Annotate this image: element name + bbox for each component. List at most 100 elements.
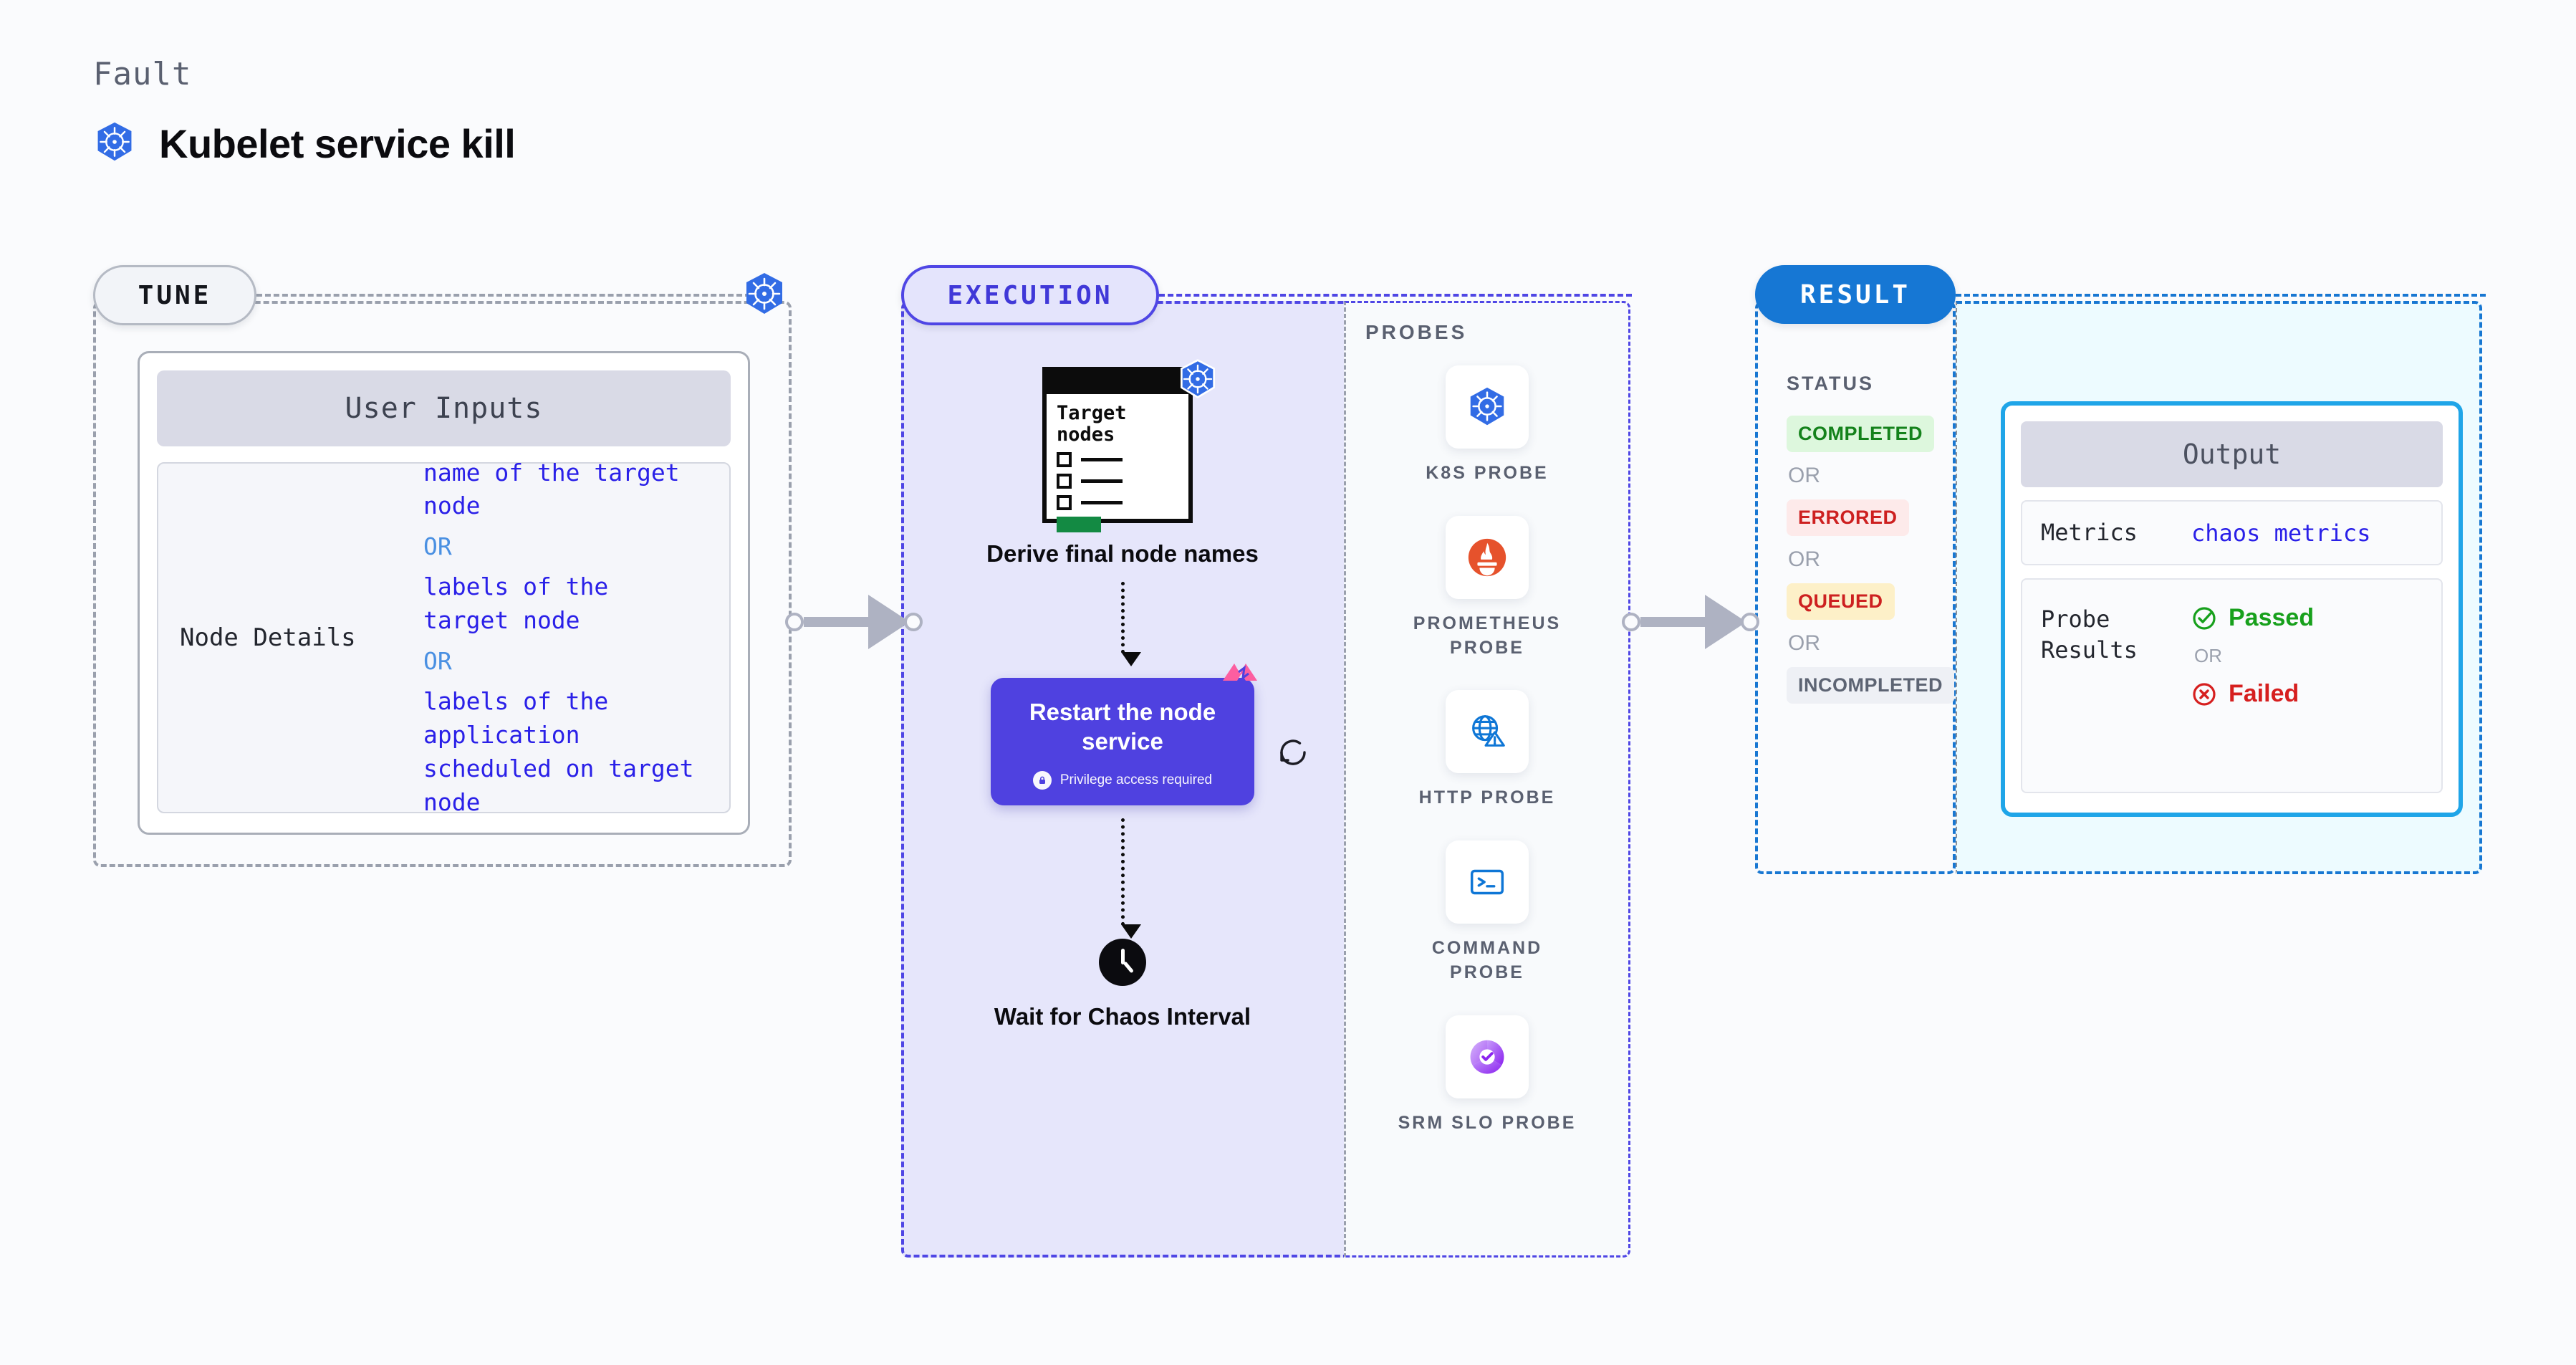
status-or-2: OR	[1788, 631, 1820, 655]
list-item	[1057, 474, 1178, 489]
flow-arrow-2	[1121, 818, 1141, 939]
page-title-text: Kubelet service kill	[159, 121, 516, 166]
target-nodes-checklist	[1057, 452, 1178, 511]
node-details-values: name of the target node OR labels of the…	[423, 456, 708, 820]
lock-icon	[1032, 771, 1052, 790]
check-circle-icon	[2193, 607, 2216, 630]
execution-flow: Target nodes	[901, 358, 1344, 1032]
node-details-or-0: OR	[423, 532, 452, 561]
retry-icon	[1274, 734, 1312, 771]
kubernetes-icon	[1446, 365, 1529, 449]
status-badge-incompleted: INCOMPLETED	[1787, 667, 1955, 704]
probe-item-k8s[interactable]: K8S PROBE	[1394, 365, 1580, 486]
metrics-value: chaos metrics	[2191, 519, 2371, 547]
kubernetes-icon	[741, 271, 787, 317]
step-caption-wait: Wait for Chaos Interval	[994, 1003, 1251, 1030]
restart-node-service-step: Restart the node service Privilege acces…	[991, 664, 1306, 806]
probes-panel	[1344, 301, 1630, 1258]
tune-leader-line	[256, 294, 751, 297]
connector-dot-start	[785, 613, 804, 631]
connector-dot-start	[1622, 613, 1640, 631]
status-badge-errored: ERRORED	[1787, 499, 1909, 536]
probes-list: K8S PROBE PROMETHEUS PROBE	[1344, 365, 1630, 1135]
probe-label: SRM SLO PROBE	[1398, 1112, 1577, 1133]
connector-arrowhead	[1705, 595, 1746, 649]
output-card: Output Metrics chaos metrics Probe Resul…	[2001, 401, 2463, 817]
restart-node-service-card[interactable]: Restart the node service Privilege acces…	[991, 664, 1257, 806]
failed-label: Failed	[2229, 680, 2299, 708]
kubernetes-icon	[1177, 358, 1219, 400]
line-placeholder	[1081, 458, 1123, 462]
window-titlebar	[1047, 371, 1188, 394]
metrics-row: Metrics chaos metrics	[2021, 500, 2443, 566]
green-button-placeholder	[1057, 517, 1101, 533]
target-nodes-heading-line1: Target	[1057, 402, 1127, 424]
line-placeholder	[1081, 501, 1123, 505]
probe-item-prometheus[interactable]: PROMETHEUS PROBE	[1394, 515, 1580, 661]
node-details-value-0: name of the target node	[423, 458, 680, 520]
status-or-1: OR	[1788, 547, 1820, 571]
status-title: STATUS	[1787, 373, 1874, 394]
result-stage-pill[interactable]: RESULT	[1755, 265, 1956, 324]
probe-label: K8S PROBE	[1426, 463, 1549, 483]
output-header: Output	[2021, 421, 2443, 487]
checkbox-icon	[1057, 474, 1072, 489]
clock-icon	[1099, 939, 1146, 987]
user-inputs-card: User Inputs Node Details name of the tar…	[138, 351, 750, 835]
status-badge-queued: QUEUED	[1787, 583, 1895, 620]
step-caption-derive: Derive final node names	[986, 540, 1259, 567]
probe-result-failed: Failed	[2191, 680, 2314, 708]
tune-panel	[93, 301, 792, 867]
probe-item-http[interactable]: HTTP PROBE	[1394, 690, 1580, 810]
probe-label: COMMAND PROBE	[1431, 938, 1543, 982]
probes-title: PROBES	[1365, 321, 1468, 343]
status-list: COMPLETED OR ERRORED OR QUEUED OR INCOMP…	[1787, 416, 1955, 704]
node-details-row: Node Details name of the target node OR …	[157, 459, 731, 816]
target-nodes-illustration: Target nodes	[1042, 358, 1216, 533]
user-inputs-header: User Inputs	[157, 370, 731, 446]
status-or-0: OR	[1788, 464, 1820, 487]
probe-label: HTTP PROBE	[1418, 787, 1556, 808]
checkbox-icon	[1057, 452, 1072, 468]
restart-node-service-title: Restart the node service	[1029, 699, 1216, 755]
result-leader-line	[1956, 294, 2486, 297]
srm-slo-icon	[1446, 1015, 1529, 1098]
probe-results-row: Probe Results Passed OR Fai	[2021, 578, 2443, 794]
connector-bar	[804, 617, 870, 627]
connector-arrowhead	[868, 595, 910, 649]
probe-label: PROMETHEUS PROBE	[1413, 613, 1562, 658]
probe-results-label-line2: Results	[2041, 636, 2138, 664]
flow-arrow-1	[1121, 582, 1141, 667]
prometheus-icon	[1446, 515, 1529, 599]
probe-results-values: Passed OR Failed	[2191, 604, 2314, 708]
tune-stage-pill[interactable]: TUNE	[93, 265, 256, 325]
privilege-note-text: Privilege access required	[1059, 772, 1213, 788]
target-nodes-heading-line2: nodes	[1057, 423, 1115, 446]
node-details-value-1: labels of the target node	[423, 573, 609, 635]
x-circle-icon	[2193, 683, 2216, 706]
kubernetes-icon	[93, 120, 136, 167]
execution-leader-line	[1159, 294, 1632, 297]
execution-stage-pill[interactable]: EXECUTION	[901, 265, 1159, 325]
globe-warning-icon	[1446, 690, 1529, 774]
connector-execution-to-result	[1622, 595, 1759, 649]
node-details-label: Node Details	[180, 623, 356, 652]
metrics-label: Metrics	[2041, 519, 2138, 546]
probe-results-label: Probe Results	[2041, 604, 2191, 666]
node-details-value-2: labels of the application scheduled on t…	[423, 687, 694, 816]
probe-item-command[interactable]: COMMAND PROBE	[1394, 840, 1580, 985]
status-badge-completed: COMPLETED	[1787, 416, 1935, 452]
harness-icon	[1220, 659, 1263, 696]
probe-item-srm-slo[interactable]: SRM SLO PROBE	[1394, 1015, 1580, 1136]
connector-tune-to-execution	[785, 595, 923, 649]
connector-dot-end	[904, 613, 923, 631]
node-details-or-1: OR	[423, 647, 452, 675]
eyebrow-label: Fault	[93, 56, 192, 92]
probe-results-or: OR	[2194, 645, 2222, 667]
connector-dot-end	[1741, 613, 1759, 631]
line-placeholder	[1081, 479, 1123, 484]
connector-bar	[1640, 617, 1706, 627]
probe-result-passed: Passed	[2191, 604, 2314, 632]
list-item	[1057, 452, 1178, 468]
